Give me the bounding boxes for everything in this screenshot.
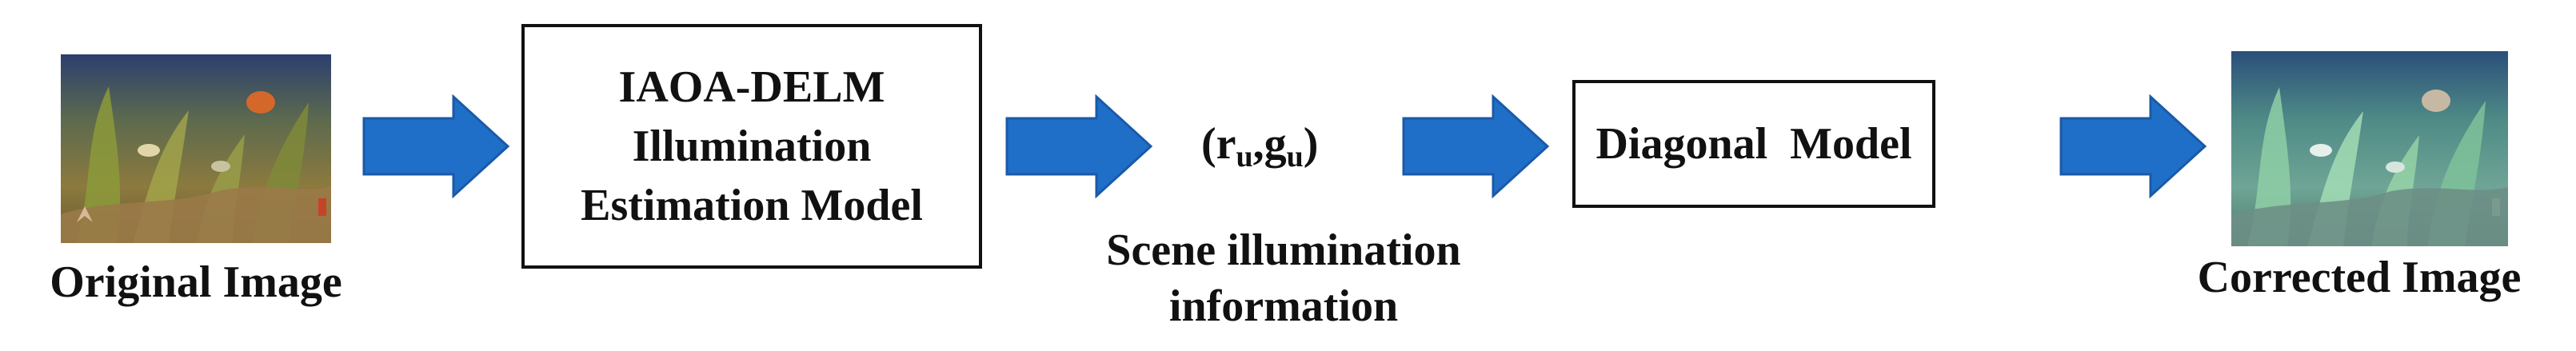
illumination-caption-line-2: information: [1168, 281, 1399, 331]
formula-r: r: [1216, 119, 1236, 169]
diagonal-model-box: Diagonal Model: [1572, 80, 1935, 208]
flow-arrow-1: [361, 94, 510, 198]
formula-g-sub: u: [1286, 140, 1304, 174]
flow-arrow-2: [1004, 94, 1153, 198]
estimation-model-line-2: Illumination: [632, 122, 872, 171]
corrected-image: [2231, 51, 2508, 246]
estimation-model-line-1: IAOA-DELM: [618, 62, 885, 112]
diagonal-model-label: Diagonal Model: [1596, 119, 1912, 169]
illumination-formula: (ru,gu): [1201, 119, 1319, 174]
corrected-image-label: Corrected Image: [2197, 253, 2522, 302]
original-image: [61, 54, 331, 243]
estimation-model-box: IAOA-DELM Illumination Estimation Model: [521, 24, 982, 269]
formula-r-sub: u: [1236, 140, 1253, 174]
illumination-caption: Scene illumination information: [1040, 222, 1528, 334]
estimation-model-line-3: Estimation Model: [581, 181, 923, 230]
flow-arrow-3: [1401, 94, 1550, 198]
illumination-caption-line-1: Scene illumination: [1106, 225, 1461, 275]
original-image-label: Original Image: [50, 257, 342, 307]
flow-arrow-4: [2059, 94, 2207, 198]
formula-g: g: [1264, 119, 1287, 169]
